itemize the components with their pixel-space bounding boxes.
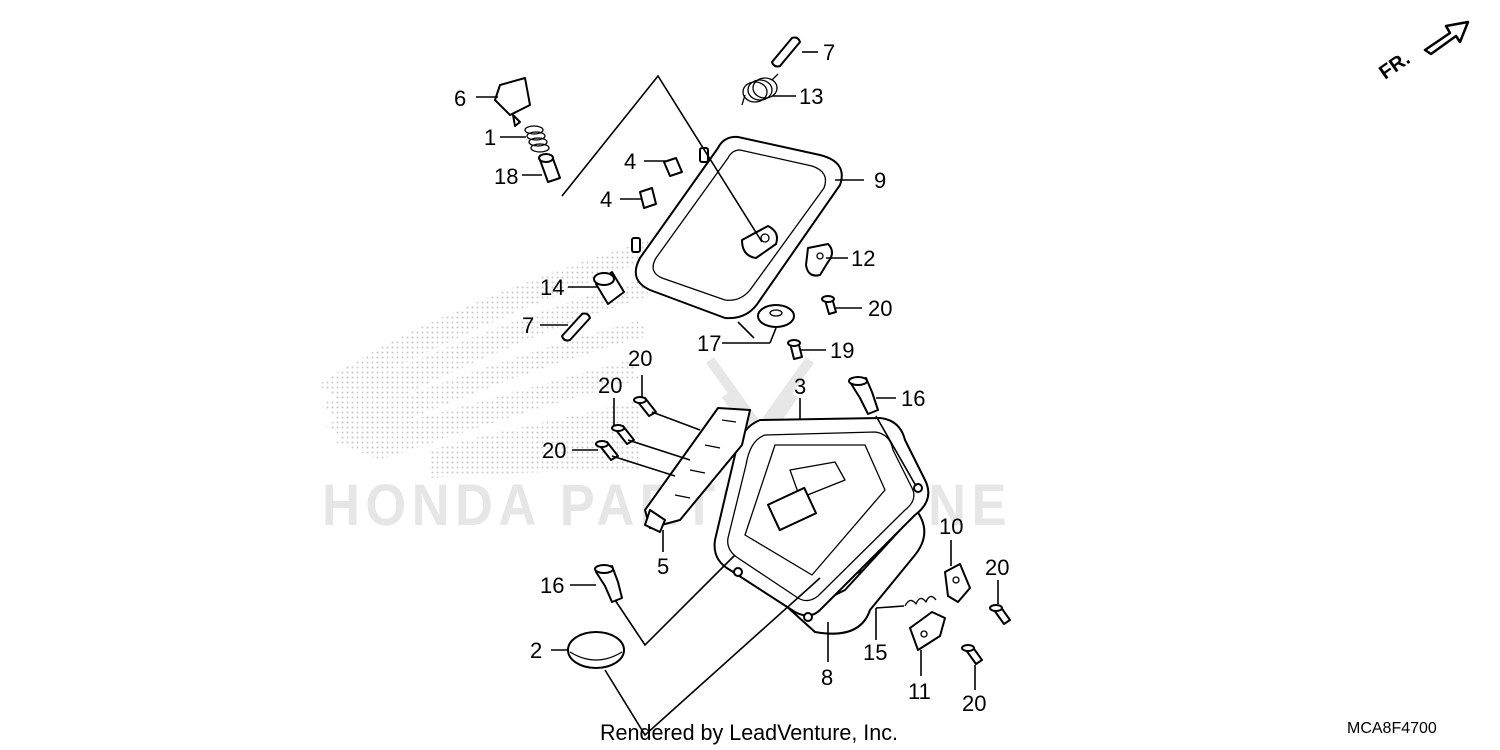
part-10-latch-plate (944, 563, 971, 603)
part-20-screw-e (989, 604, 1011, 625)
callout-20-f: 20 (962, 691, 986, 716)
part-20-screw-a (821, 295, 837, 315)
part-16-push-clip-lower (594, 564, 623, 603)
callout-10: 10 (939, 514, 963, 539)
part-7-pin-upper (771, 36, 801, 68)
part-6-knob (494, 77, 531, 127)
callout-2: 2 (530, 638, 542, 663)
callout-13: 13 (799, 84, 823, 109)
callout-8: 8 (821, 665, 833, 690)
callout-20-c: 20 (598, 373, 622, 398)
callout-1: 1 (484, 125, 496, 150)
callout-4-lower: 4 (600, 187, 612, 212)
callout-16-lower: 16 (540, 573, 564, 598)
callout-14: 14 (540, 275, 564, 300)
part-18-sleeve (538, 153, 561, 183)
callout-4-upper: 4 (624, 149, 636, 174)
front-arrow-icon (1423, 20, 1470, 56)
part-3-box-frame (713, 417, 930, 622)
watermark-wing-logo (318, 240, 660, 478)
part-1-spring (524, 125, 550, 153)
part-12-clip (805, 243, 833, 277)
callout-17: 17 (697, 331, 721, 356)
part-5-bracket (644, 407, 751, 533)
footer-credit: Rendered by LeadVenture, Inc. (600, 720, 898, 745)
callout-7-lower: 7 (522, 313, 534, 338)
front-direction-label: FR. (1375, 48, 1414, 85)
front-direction-indicator: FR. (1375, 20, 1470, 85)
part-20-screw-f (961, 644, 983, 665)
callout-5: 5 (657, 554, 669, 579)
leader-lines (476, 51, 999, 737)
callout-15: 15 (863, 640, 887, 665)
callout-6: 6 (454, 86, 466, 111)
callout-19: 19 (830, 338, 854, 363)
callout-18: 18 (494, 164, 518, 189)
part-17-grommet (757, 304, 795, 328)
part-2-cap (567, 631, 625, 669)
callout-20-a: 20 (868, 296, 892, 321)
callout-20-e: 20 (985, 555, 1009, 580)
callout-11: 11 (908, 679, 931, 704)
callout-7-upper: 7 (823, 40, 835, 65)
part-4-rubber-upper (663, 157, 683, 177)
callout-16-upper: 16 (901, 386, 925, 411)
part-15-spring (904, 595, 937, 607)
callout-12: 12 (851, 246, 875, 271)
callout-20-b: 20 (628, 346, 652, 371)
part-20-screw-b (633, 396, 657, 417)
callout-9: 9 (874, 168, 886, 193)
diagram-code: MCA8F4700 (1347, 720, 1437, 737)
part-7-pin-lower (561, 312, 591, 342)
part-9-lid-frame (631, 135, 843, 320)
part-20-screw-d (595, 440, 619, 461)
part-4-rubber-lower (639, 187, 657, 209)
part-16-push-clip-upper (848, 376, 879, 415)
callout-numbers: 6 1 18 4 4 7 13 9 12 20 14 7 17 19 20 20… (454, 40, 1009, 716)
part-19-screw (787, 339, 803, 360)
part-11-latch (909, 611, 946, 651)
callout-3: 3 (794, 374, 806, 399)
part-13-torsion-spring (741, 73, 779, 106)
callout-20-d: 20 (542, 438, 566, 463)
part-20-screw-c (611, 424, 635, 445)
part-14-collar (593, 271, 625, 305)
